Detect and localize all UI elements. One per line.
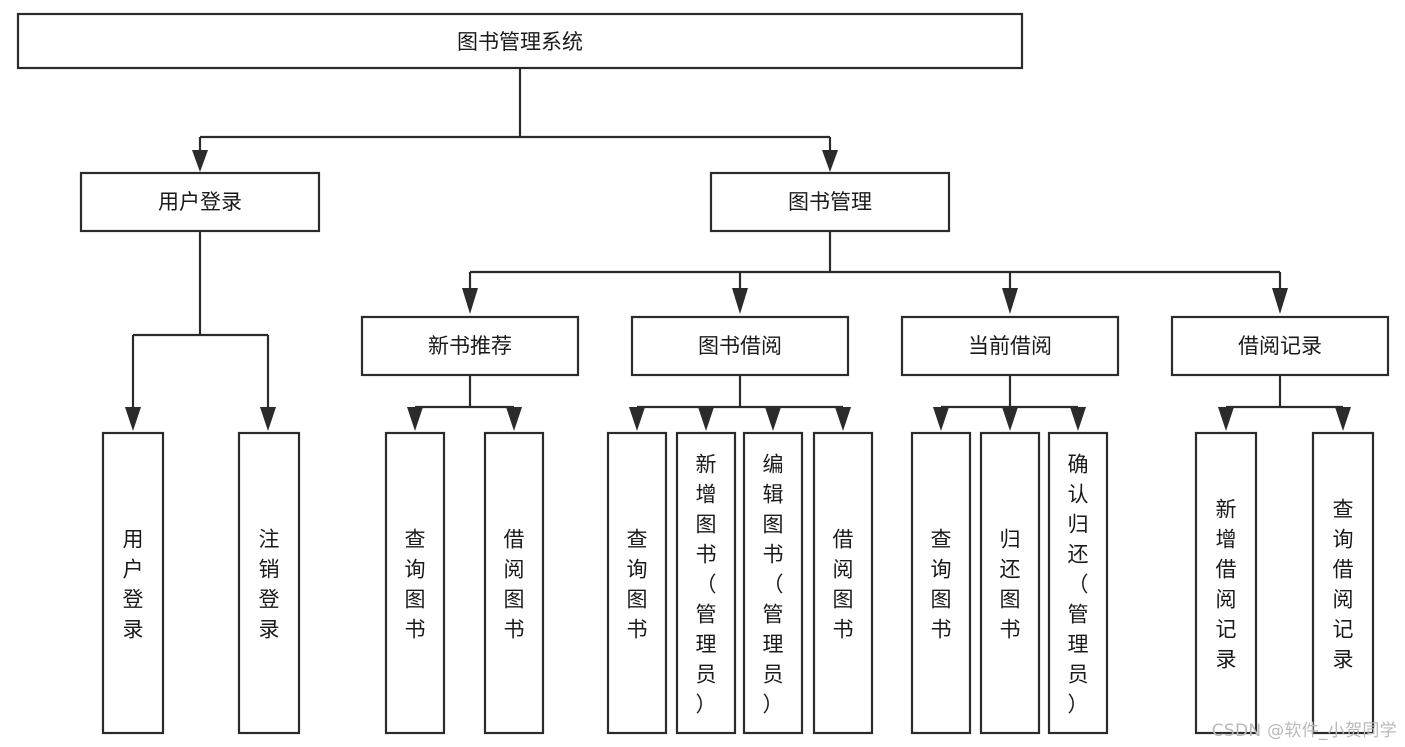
node-leaf-cur-return-label: 归还图书 [1000,527,1021,641]
node-leaf-bw-borrow-box[interactable] [812,431,874,735]
node-leaf-rec-add-box[interactable] [1194,431,1258,735]
node-newbook[interactable]: 新书推荐 [360,315,580,377]
node-root-box[interactable] [16,12,1024,70]
node-leaf-bw-edit[interactable]: 编辑图书（管理员） [742,431,804,735]
arrowhead-leaf-cur-confirm [1070,407,1086,431]
node-leaf-cur-query[interactable]: 查询图书 [910,431,972,735]
arrowhead-leaf-user-logout [260,407,276,431]
node-bookmgmt-box[interactable] [709,171,951,233]
node-bookmgmt[interactable]: 图书管理 [709,171,951,233]
arrowhead-login [192,150,208,172]
node-borrow-box[interactable] [630,315,850,377]
node-root[interactable]: 图书管理系统 [16,12,1024,70]
arrowhead-leaf-user-login [125,407,141,431]
node-records-label: 借阅记录 [1238,334,1322,358]
node-leaf-cur-return-box[interactable] [979,431,1041,735]
connectors-layer [125,68,1351,431]
node-root-label: 图书管理系统 [457,30,583,54]
node-leaf-rec-query-label: 查询借阅记录 [1333,497,1354,671]
arrowhead-leaf-bw-borrow [835,407,851,431]
node-leaf-user-logout-box[interactable] [237,431,301,735]
node-newbook-label: 新书推荐 [428,334,512,358]
node-leaf-bw-add[interactable]: 新增图书（管理员） [675,431,737,735]
node-leaf-nb-query-box[interactable] [384,431,446,735]
node-records[interactable]: 借阅记录 [1170,315,1390,377]
node-leaf-rec-query-box[interactable] [1311,431,1375,735]
arrowhead-records [1272,288,1288,314]
node-leaf-cur-return[interactable]: 归还图书 [979,431,1041,735]
node-leaf-bw-query-label: 查询图书 [627,527,648,641]
arrowhead-current [1002,288,1018,314]
node-leaf-nb-borrow-label: 借阅图书 [504,527,525,641]
arrowhead-leaf-bw-edit [765,407,781,431]
arrowhead-leaf-rec-query [1335,407,1351,431]
node-leaf-user-logout[interactable]: 注销登录 [237,431,301,735]
node-leaf-bw-borrow[interactable]: 借阅图书 [812,431,874,735]
node-newbook-box[interactable] [360,315,580,377]
node-leaf-cur-confirm-label: 确认归还（管理员） [1068,452,1089,716]
arrowhead-newbook [462,288,478,314]
node-current[interactable]: 当前借阅 [900,315,1120,377]
node-records-box[interactable] [1170,315,1390,377]
arrowhead-leaf-rec-add [1218,407,1234,431]
node-leaf-bw-add-label: 新增图书（管理员） [696,452,717,716]
leaf-nodes-layer: 用户登录 注销登录 查询图书 借阅图书 查询图书 新增图书（管理员） [101,431,1375,735]
node-leaf-cur-query-label: 查询图书 [931,527,952,641]
node-leaf-user-login[interactable]: 用户登录 [101,431,165,735]
node-leaf-bw-query[interactable]: 查询图书 [606,431,668,735]
node-login-label: 用户登录 [158,190,242,214]
node-leaf-rec-query[interactable]: 查询借阅记录 [1311,431,1375,735]
node-leaf-cur-confirm-box[interactable] [1047,431,1109,735]
arrowhead-leaf-nb-query [407,407,423,431]
node-leaf-bw-edit-box[interactable] [742,431,804,735]
node-leaf-rec-add[interactable]: 新增借阅记录 [1194,431,1258,735]
node-leaf-rec-add-label: 新增借阅记录 [1216,497,1237,671]
node-current-label: 当前借阅 [968,334,1052,358]
arrowhead-leaf-cur-query [933,407,949,431]
node-current-box[interactable] [900,315,1120,377]
node-bookmgmt-label: 图书管理 [788,190,872,214]
node-leaf-cur-confirm[interactable]: 确认归还（管理员） [1047,431,1109,735]
node-leaf-bw-edit-label: 编辑图书（管理员） [763,452,784,716]
node-leaf-user-login-box[interactable] [101,431,165,735]
node-leaf-cur-query-box[interactable] [910,431,972,735]
arrowhead-leaf-bw-query [629,407,645,431]
node-leaf-nb-query-label: 查询图书 [405,527,426,641]
node-borrow-label: 图书借阅 [698,334,782,358]
node-borrow[interactable]: 图书借阅 [630,315,850,377]
arrowhead-leaf-nb-borrow [506,407,522,431]
node-leaf-user-logout-label: 注销登录 [259,527,280,641]
arrowhead-borrow [732,288,748,314]
node-leaf-bw-borrow-label: 借阅图书 [833,527,854,641]
node-leaf-bw-query-box[interactable] [606,431,668,735]
arrowhead-leaf-bw-add [698,407,714,431]
arrowhead-bookmgmt [822,150,838,172]
node-login-box[interactable] [79,171,321,233]
node-leaf-nb-borrow[interactable]: 借阅图书 [483,431,545,735]
node-leaf-nb-query[interactable]: 查询图书 [384,431,446,735]
node-leaf-nb-borrow-box[interactable] [483,431,545,735]
node-leaf-bw-add-box[interactable] [675,431,737,735]
node-leaf-user-login-label: 用户登录 [123,527,144,641]
arrowhead-leaf-cur-return [1002,407,1018,431]
node-login[interactable]: 用户登录 [79,171,321,233]
